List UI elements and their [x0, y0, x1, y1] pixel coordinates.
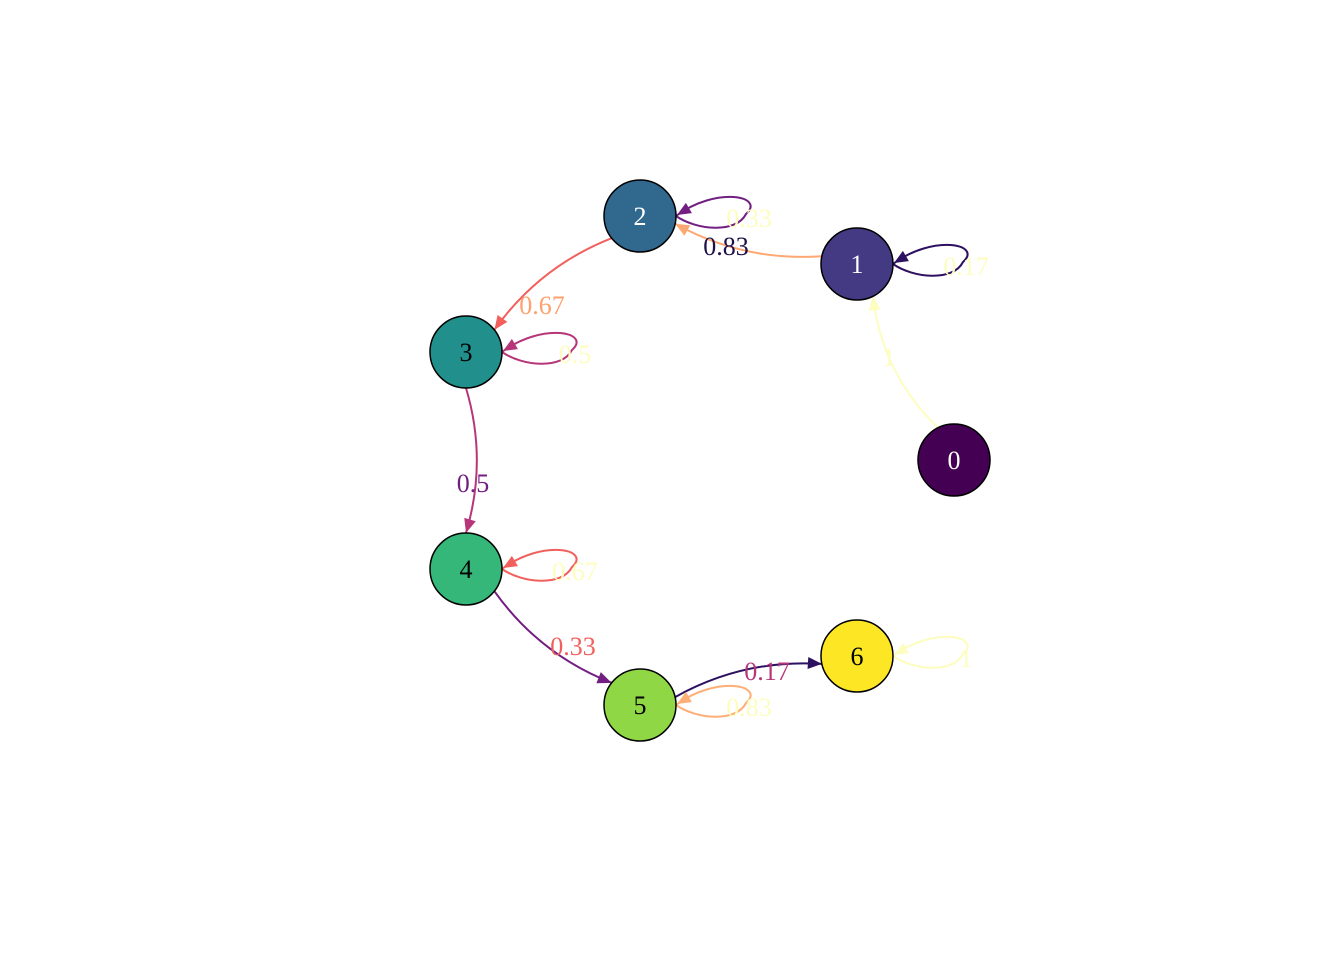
- node-5: 5: [603, 668, 677, 742]
- edge-3-3: [501, 332, 578, 365]
- node-circle-3: [429, 315, 503, 389]
- node-1: 1: [820, 227, 894, 301]
- edge-5-5: [675, 685, 752, 718]
- arrowhead-5-5: [677, 691, 692, 704]
- edge-6-6: [892, 636, 969, 669]
- edge-1-2: [674, 222, 822, 258]
- edge-5-6: [674, 657, 822, 698]
- arrowhead-6-6: [894, 642, 909, 655]
- node-circle-0: [917, 423, 991, 497]
- node-0: 0: [917, 423, 991, 497]
- edge-0-1: [868, 296, 939, 429]
- self-loop-1: [892, 244, 969, 277]
- node-circle-5: [603, 668, 677, 742]
- edge-label-4-4: 0.67: [552, 557, 598, 586]
- self-loop-6: [892, 636, 969, 669]
- self-loop-3: [501, 332, 578, 365]
- edge-line-1-2: [674, 222, 822, 258]
- edge-label-0-1: 1: [883, 343, 896, 372]
- node-3: 3: [429, 315, 503, 389]
- edge-label-1-2: 0.83: [703, 232, 749, 261]
- edge-line-5-6: [674, 662, 822, 698]
- self-loop-4: [501, 549, 578, 582]
- arrowhead-5-6: [807, 657, 822, 670]
- arrowhead-3-4: [464, 517, 476, 533]
- self-loop-2: [675, 196, 752, 229]
- edge-label-6-6: 1: [960, 644, 973, 673]
- edge-1-1: [892, 244, 969, 277]
- node-circle-1: [820, 227, 894, 301]
- node-label-6: 6: [851, 642, 864, 671]
- self-loop-5: [675, 685, 752, 718]
- edge-4-5: [493, 590, 613, 684]
- arrowhead-0-1: [868, 296, 881, 311]
- edge-3-4: [464, 387, 478, 534]
- node-4: 4: [429, 532, 503, 606]
- edge-line-4-5: [493, 590, 613, 684]
- arrowhead-4-4: [503, 555, 518, 568]
- edge-label-2-2: 0.33: [726, 204, 772, 233]
- node-label-4: 4: [460, 555, 473, 584]
- node-label-3: 3: [460, 338, 473, 367]
- arrowhead-1-2: [675, 223, 691, 236]
- edge-2-2: [675, 196, 752, 229]
- node-2: 2: [603, 179, 677, 253]
- node-label-2: 2: [634, 202, 647, 231]
- edge-label-3-3: 0.5: [559, 340, 592, 369]
- arrowhead-2-3: [494, 314, 508, 330]
- edge-4-4: [501, 549, 578, 582]
- edge-label-5-6: 0.17: [744, 657, 790, 686]
- edges: [464, 196, 969, 718]
- node-circle-2: [603, 179, 677, 253]
- edge-line-2-3: [493, 237, 613, 331]
- arrowhead-2-2: [677, 202, 692, 215]
- edge-line-3-4: [465, 387, 478, 534]
- edge-2-3: [493, 237, 613, 331]
- nodes: 0 1 2 3 4 5 6: [429, 179, 991, 742]
- node-label-5: 5: [634, 691, 647, 720]
- node-label-0: 0: [948, 446, 961, 475]
- node-6: 6: [820, 619, 894, 693]
- node-label-1: 1: [851, 250, 864, 279]
- edge-line-0-1: [871, 296, 939, 429]
- edge-label-1-1: 0.17: [943, 252, 989, 281]
- edge-label-5-5: 0.83: [726, 693, 772, 722]
- arrowhead-4-5: [596, 672, 612, 684]
- edge-label-3-4: 0.5: [457, 469, 490, 498]
- arrowhead-3-3: [503, 338, 518, 351]
- edge-label-4-5: 0.33: [550, 632, 596, 661]
- node-circle-6: [820, 619, 894, 693]
- node-circle-4: [429, 532, 503, 606]
- arrowhead-1-1: [894, 250, 909, 263]
- edge-label-2-3: 0.67: [519, 291, 565, 320]
